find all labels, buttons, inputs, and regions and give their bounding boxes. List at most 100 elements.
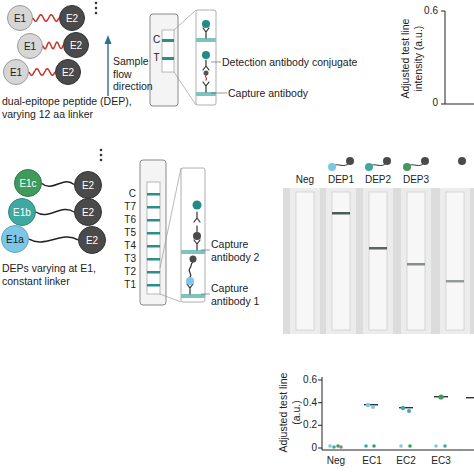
chart-axis: [322, 450, 474, 451]
chart-axis: [441, 104, 474, 105]
tick-label: 0: [299, 442, 317, 454]
epitope-circle: E2: [63, 32, 89, 58]
antibody-symbol: [203, 82, 209, 92]
strip-photo: [296, 192, 314, 330]
tick-label: 0.6: [299, 374, 317, 386]
zoom-lines: [160, 168, 181, 302]
linker-line: [33, 15, 59, 21]
epitope-circle: E1: [7, 5, 33, 31]
conjugate-dot: [204, 71, 209, 76]
data-point: [408, 444, 412, 448]
antibody-symbol: [203, 28, 209, 92]
strip-photo: [283, 188, 474, 334]
data-point: [443, 444, 447, 448]
multiplex-strip: [147, 284, 160, 287]
zoom-lines: [160, 294, 181, 302]
data-point: [328, 444, 332, 448]
multiplex-strip: [147, 193, 160, 196]
epitope-dot: [193, 201, 202, 210]
linker-line: [43, 42, 63, 49]
epitope-circle: E2: [74, 198, 102, 226]
data-point: [328, 394, 474, 448]
test-strip: [162, 39, 174, 42]
zoom-inset: [181, 250, 205, 254]
ellipsis-dots: [95, 7, 98, 10]
conjugate-dot: [202, 20, 210, 28]
multiplex-strip: [147, 271, 160, 274]
epitope-circle: E1a: [1, 225, 29, 253]
linker-line: [29, 237, 78, 242]
tick-label: 0: [420, 97, 438, 109]
epitope-label: E2: [66, 13, 78, 24]
epitope-label: E1a: [6, 234, 24, 245]
axis-title: Adjusted test line (a.u.): [277, 372, 302, 452]
annotation-text: dual-epitope peptide (DEP), varying 12 a…: [2, 95, 142, 120]
epitope-label: E1b: [13, 207, 31, 218]
linker-line: [29, 69, 55, 75]
chart-axis: [318, 380, 322, 381]
callout-text: Detection antibody conjugate: [222, 56, 382, 69]
line-label: T6: [118, 214, 136, 226]
leader-line: [201, 294, 210, 295]
multiplex-strip: [147, 193, 160, 287]
antibody-symbol: [194, 212, 200, 222]
ellipsis-dots: [100, 149, 103, 152]
callout-text: Capture antibody: [228, 87, 348, 100]
epitope-label: E1c: [19, 178, 36, 189]
multiplex-strip: [147, 206, 160, 209]
zoom-inset: [196, 10, 216, 105]
zoom-inset: [196, 10, 216, 105]
epitope-label: E2: [86, 235, 98, 246]
antibody-symbol: [187, 284, 193, 294]
zoom-lines: [160, 168, 181, 268]
strip-photo: [407, 192, 425, 330]
strip-photo: [290, 188, 320, 334]
epitope-label: E1: [14, 13, 26, 24]
strip-photo: [283, 188, 474, 334]
data-point: [434, 444, 438, 448]
epitope-circle: E2: [74, 171, 102, 199]
tick-label: 0.2: [299, 419, 317, 431]
antibody-symbol: [205, 75, 206, 80]
strip-photo: [369, 192, 387, 330]
chart-axis: [441, 11, 445, 12]
flow-arrow: [107, 42, 108, 96]
data-point: [372, 444, 376, 448]
data-point: [401, 406, 405, 410]
epitope-circle: E1: [17, 33, 43, 59]
strip-photo: [369, 247, 387, 250]
dep-icon: [365, 163, 373, 171]
multiplex-strip: [147, 245, 160, 248]
leader-line: [201, 250, 210, 251]
test-strip: [162, 30, 174, 72]
ellipsis-dots: [95, 12, 98, 15]
chart-axis: [318, 402, 322, 403]
chart-axis: [318, 377, 474, 450]
strip-photo: [440, 188, 470, 334]
strip-photo: [446, 192, 464, 330]
epitope-circle: E1b: [8, 198, 36, 226]
data-point: [399, 444, 403, 448]
linker-line: [36, 209, 74, 214]
category-label: EC2: [390, 455, 422, 467]
chart-axis: [318, 425, 322, 426]
epitope-label: E2: [62, 67, 74, 78]
epitope-dot: [186, 201, 202, 286]
antibody-symbol: [203, 28, 209, 38]
strip-photo: [407, 263, 425, 266]
epitope-dot: [190, 256, 197, 263]
linker-line: [42, 182, 74, 187]
strip-photo: [326, 188, 356, 334]
epitope-circle: E2: [59, 5, 85, 31]
annotation-text: DEPs varying at E1, constant linker: [2, 262, 117, 287]
dep-icon: [383, 157, 391, 165]
callout-text: Capture antibody 2: [211, 238, 275, 263]
dep-icon: [458, 157, 466, 165]
chart-axis: [322, 377, 323, 450]
strip-photo: [401, 188, 431, 334]
epitope-label: E1: [10, 67, 22, 78]
ellipsis-dots: [100, 149, 103, 162]
callout-text: Capture antibody 1: [211, 282, 275, 307]
